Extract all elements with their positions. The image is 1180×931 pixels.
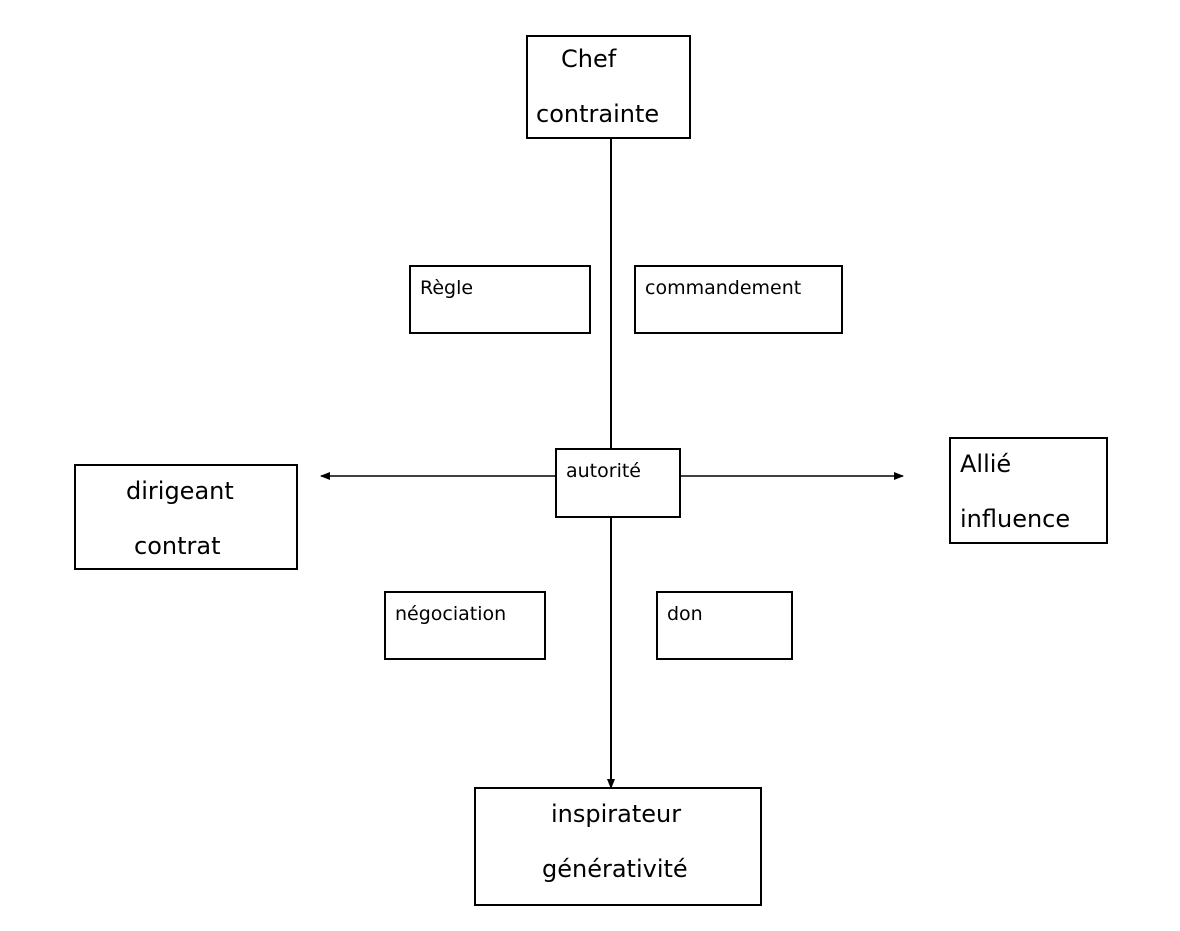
node-dirigeant: dirigeant contrat bbox=[74, 464, 298, 570]
node-autorite: autorité bbox=[555, 448, 681, 518]
node-don-label: don bbox=[667, 603, 703, 625]
node-negociation: négociation bbox=[384, 591, 546, 660]
node-don: don bbox=[656, 591, 793, 660]
node-allie-subtitle: influence bbox=[960, 505, 1071, 533]
node-inspirateur: inspirateur générativité bbox=[474, 787, 762, 906]
node-autorite-label: autorité bbox=[566, 460, 641, 482]
node-commandement: commandement bbox=[634, 265, 843, 334]
node-regle-label: Règle bbox=[420, 277, 474, 299]
node-chef-title: Chef bbox=[561, 45, 617, 73]
node-chef: Chef contrainte bbox=[526, 35, 691, 139]
node-inspirateur-subtitle: générativité bbox=[542, 855, 688, 883]
node-inspirateur-title: inspirateur bbox=[551, 800, 682, 828]
node-allie-title: Allié bbox=[960, 450, 1012, 478]
node-negociation-label: négociation bbox=[395, 603, 507, 625]
node-dirigeant-subtitle: contrat bbox=[134, 532, 221, 560]
node-commandement-label: commandement bbox=[645, 277, 802, 299]
node-allie: Allié influence bbox=[949, 437, 1108, 544]
node-dirigeant-title: dirigeant bbox=[126, 477, 234, 505]
node-chef-subtitle: contrainte bbox=[536, 100, 660, 128]
node-regle: Règle bbox=[409, 265, 591, 334]
